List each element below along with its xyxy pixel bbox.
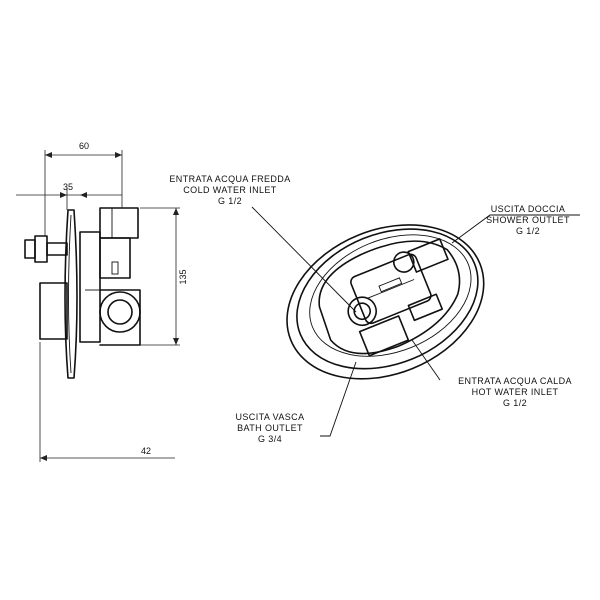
hot-inlet-block (407, 293, 444, 322)
dim-body-depth-label: 35 (63, 182, 73, 192)
side-connector-nut (24, 239, 36, 259)
cold-inlet-line1: ENTRATA ACQUA FREDDA (169, 174, 290, 184)
dim-body-depth: 35 (16, 182, 122, 210)
shower-outlet-line3: G 1/2 (516, 226, 540, 236)
side-bottom-outlet (99, 291, 141, 333)
bath-outlet-line2: BATH OUTLET (237, 423, 303, 433)
side-top-outlet (99, 207, 139, 239)
bath-outlet-block (358, 315, 410, 357)
cold-inlet-line3: G 1/2 (218, 196, 242, 206)
callout-bath-outlet: USCITA VASCA BATH OUTLET G 3/4 (236, 361, 357, 444)
dim-height: 135 (140, 207, 188, 346)
bath-outlet-line1: USCITA VASCA (236, 412, 305, 422)
dim-plate-to-spout: 42 (39, 342, 175, 462)
cold-inlet-line2: COLD WATER INLET (183, 185, 277, 195)
side-middle-block (99, 237, 131, 279)
side-handle-body (39, 282, 68, 340)
dim-plate-to-spout-label: 42 (141, 446, 151, 456)
shower-outlet-port (392, 251, 415, 273)
side-connector-pipe (46, 242, 68, 256)
dim-overall-depth: 60 (44, 141, 123, 236)
hot-inlet-line1: ENTRATA ACQUA CALDA (458, 376, 572, 386)
callout-cold-inlet: ENTRATA ACQUA FREDDA COLD WATER INLET G … (169, 174, 357, 313)
shower-outlet-line1: USCITA DOCCIA (491, 204, 566, 214)
perspective-view (286, 224, 485, 380)
hot-inlet-line2: HOT WATER INLET (472, 387, 559, 397)
bath-outlet-line3: G 3/4 (258, 434, 282, 444)
plate-outer-rim (286, 224, 485, 380)
cold-inlet-port (347, 296, 377, 327)
shower-outlet-line2: SHOWER OUTLET (486, 215, 570, 225)
hot-inlet-line3: G 1/2 (503, 398, 527, 408)
dim-height-label: 135 (178, 269, 188, 284)
side-valve-body (79, 231, 101, 343)
side-wall-plate (64, 209, 78, 379)
callout-hot-inlet: ENTRATA ACQUA CALDA HOT WATER INLET G 1/… (411, 339, 572, 408)
callout-shower-outlet: USCITA DOCCIA SHOWER OUTLET G 1/2 (451, 204, 580, 244)
side-connector-ring (34, 235, 48, 263)
side-view (24, 207, 141, 379)
shower-outlet-block (407, 238, 449, 273)
valve-body (350, 253, 432, 325)
dim-overall-depth-label: 60 (79, 141, 89, 151)
